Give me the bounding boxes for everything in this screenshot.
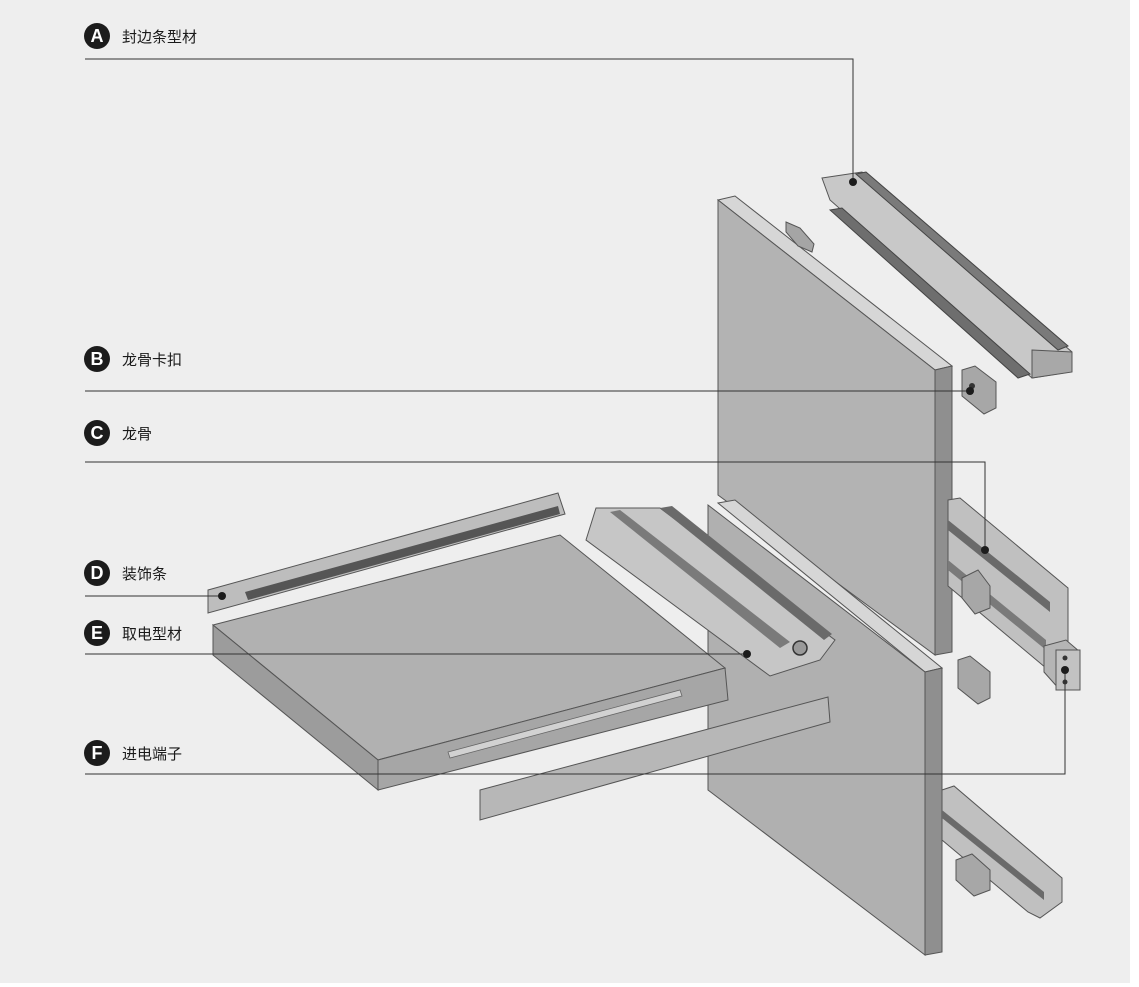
decorative-strip-D [207,492,566,614]
callout-d-text: 装饰条 [122,564,168,583]
callout-c: C 龙骨 [84,420,152,446]
keel-clip-B [961,365,997,415]
callout-c-text: 龙骨 [122,424,153,443]
callout-e: E 取电型材 [84,620,182,646]
callout-b-badge: B [84,346,110,372]
callout-f-badge: F [84,740,110,766]
callout-a-text: 封边条型材 [122,27,198,46]
callout-f-text: 进电端子 [122,744,183,763]
callout-b-text: 龙骨卡扣 [122,350,183,369]
shelf-panel [211,534,729,792]
power-profile-E [585,506,836,677]
callout-e-badge: E [84,620,110,646]
leader-dots [218,178,1069,674]
lower-keel [941,785,1063,919]
power-terminal-F [1043,639,1081,691]
callout-a-badge: A [84,23,110,49]
callout-a: A 封边条型材 [84,23,197,49]
callout-e-text: 取电型材 [122,624,183,643]
callout-d-badge: D [84,560,110,586]
callout-c-badge: C [84,420,110,446]
edge-sealing-profile-A [821,171,1073,379]
callout-f: F 进电端子 [84,740,182,766]
callout-b: B 龙骨卡扣 [84,346,182,372]
callout-d: D 装饰条 [84,560,167,586]
leader-lines [85,58,1066,775]
keel-C [947,497,1069,669]
